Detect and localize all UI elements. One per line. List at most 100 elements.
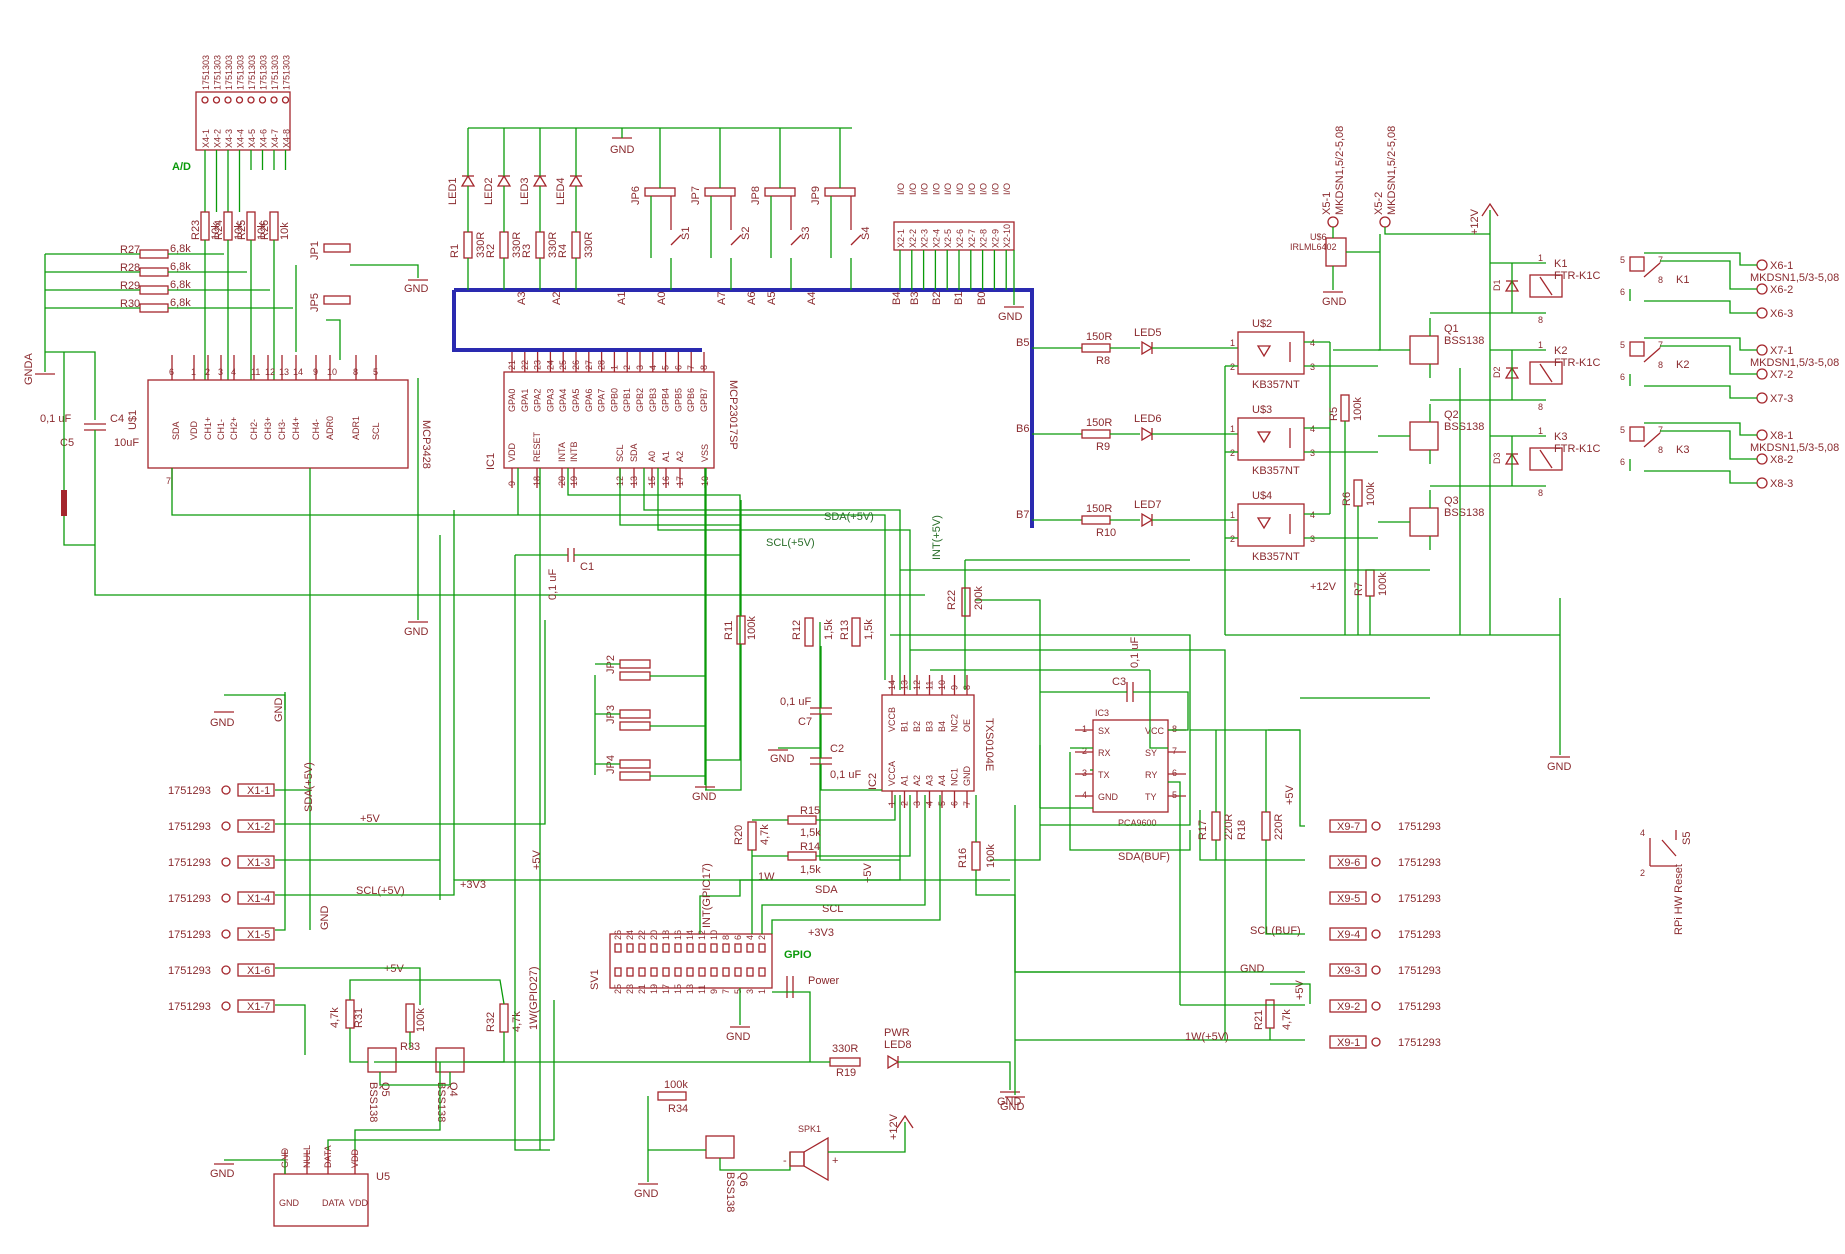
r20-ref: R20: [733, 825, 745, 845]
mcp23017-pinnum: 26: [571, 360, 581, 370]
x4-pin-label: X4-5: [247, 129, 257, 148]
q6-name: BSS138: [724, 1172, 736, 1212]
c2-val: 0,1 uF: [830, 769, 861, 781]
mcp23017-pinnum: 21: [507, 360, 517, 370]
terminal-label: X8-1: [1770, 430, 1793, 442]
mcp23017-bpinnum: 15: [647, 476, 657, 486]
mcp23017-bpinlabel: RESET: [532, 431, 542, 462]
x2-pin-label: X2-7: [967, 229, 977, 248]
terminal-pinnum: 8: [1658, 360, 1663, 370]
r21-ref: R21: [1253, 1010, 1265, 1030]
bus-line-right: [454, 288, 1034, 528]
x4-pin: [212, 96, 221, 104]
p12-label: +12V: [1469, 208, 1481, 235]
mcp23017-pinnum: 28: [597, 360, 607, 370]
gnd-top-label: GND: [610, 144, 635, 156]
mcp3428-ref: U$1: [127, 410, 139, 430]
mcp3428-pinlabel: CH2+: [229, 417, 239, 440]
top-led-label: LED3: [519, 177, 531, 205]
txs-pinnum: 8: [962, 685, 972, 690]
mcp23017-pinlabel: GPA4: [558, 389, 568, 412]
gnd-c7: GND: [770, 753, 795, 765]
pca-left-label: TX: [1098, 770, 1110, 780]
x1-pad: [221, 821, 231, 831]
sv1-pin: [698, 943, 706, 953]
x2-connector: X2-1I/OX2-2I/OX2-3I/OX2-4I/OX2-5I/OX2-6I…: [891, 183, 1024, 323]
gnd-jp1: GND: [404, 283, 429, 295]
terminal-pad: [1756, 429, 1768, 441]
x4-pin: [270, 96, 278, 104]
x1-label: X1-5: [247, 929, 270, 941]
sv1-pin-top: 14: [685, 930, 695, 940]
txs-pinlabel: B3: [925, 721, 935, 732]
txs-pinlabel: B1: [900, 721, 910, 732]
x2-pin-label: X2-1: [896, 229, 906, 248]
x9-part: 1751293: [1398, 965, 1441, 977]
terminal-relay-ref: K1: [1676, 274, 1689, 286]
ad-vres: [223, 211, 233, 241]
sv1-pin-b: [722, 967, 730, 977]
txs-pinnum: 10: [937, 680, 947, 690]
r18-val: 220R: [1273, 814, 1285, 840]
x9-body: [1329, 855, 1367, 869]
mosfet-small-body: [367, 1047, 397, 1073]
sv1-pin: [626, 943, 634, 953]
mcp23017-pinlabel: GPA6: [584, 389, 594, 412]
txs-pinnum: 14: [887, 680, 897, 690]
led-row-res-val: 150R: [1086, 331, 1112, 343]
ad-vres-val: 10k: [210, 222, 222, 240]
sv1-pin: [686, 943, 694, 953]
terminal-wire: [1660, 260, 1757, 290]
mcp3428-pinnum: 13: [279, 367, 289, 377]
x1-pad: [221, 1001, 231, 1011]
terminal-label: X6-1: [1770, 260, 1793, 272]
sv1-header: 2625242322212019181716151413121110987654…: [589, 930, 812, 1043]
speaker-group: BSS138 Q6 100k R34 GND SPK1 - + +12V: [634, 1079, 914, 1212]
sv1-pin-top: 22: [637, 930, 647, 940]
opto-pin: 1: [1230, 338, 1235, 348]
sv1-pin-top: 10: [709, 930, 719, 940]
mosfet-name: BSS138: [1444, 335, 1484, 347]
x2-io-label: I/O: [908, 183, 918, 195]
opto-led: [1256, 517, 1272, 530]
ad-vres-val: 10k: [233, 222, 245, 240]
led-row-led: [1141, 426, 1154, 442]
txs-pinnum: 12: [912, 680, 922, 690]
x5-2-part: MKDSN1,5/2-5,08: [1386, 126, 1398, 215]
u5-ref: U5: [376, 1171, 390, 1183]
x9-pad: [1371, 1037, 1381, 1047]
a-label: A5: [766, 292, 778, 305]
mcp23017-bpinlabel: VSS: [700, 444, 710, 462]
w1-label: 1W: [758, 871, 775, 883]
top-res: [499, 231, 509, 259]
opto-pin: 2: [1230, 362, 1235, 372]
x1-pad: [221, 785, 231, 795]
a-label: A4: [806, 292, 818, 305]
x9-pad: [1371, 929, 1381, 939]
x4-part-label: 1751303: [247, 55, 257, 90]
x9-body: [1329, 819, 1367, 833]
top-led-symbol: [460, 174, 476, 187]
ad-vres-val: 10k: [279, 222, 291, 240]
txs-pinlabel: VCCB: [887, 707, 897, 732]
r14-ref: R14: [800, 841, 820, 853]
mosfet-ref: Q2: [1444, 409, 1459, 421]
opto-body: [1237, 331, 1305, 375]
txs-pinnum: 9: [950, 685, 960, 690]
sv1-ref: SV1: [589, 969, 601, 990]
ad-hres: [139, 267, 169, 277]
small-jumpers: JP1 JP5 GND: [295, 241, 429, 360]
x4-part-label: 1751303: [282, 55, 292, 90]
x2-b-label: B3: [909, 292, 921, 305]
r32-ref: R32: [485, 1012, 497, 1032]
svg-text:4: 4: [1640, 828, 1645, 838]
r16-ref: R16: [957, 848, 969, 868]
c7-val: 0,1 uF: [780, 696, 811, 708]
terminal-label: X7-1: [1770, 345, 1793, 357]
terminal-block: [1629, 256, 1645, 272]
terminal-pad: [1756, 392, 1768, 404]
x9-body: [1329, 963, 1367, 977]
mcp23017-bpinlabel: INTA: [557, 442, 567, 462]
x4-pin-label: X4-6: [259, 129, 269, 148]
